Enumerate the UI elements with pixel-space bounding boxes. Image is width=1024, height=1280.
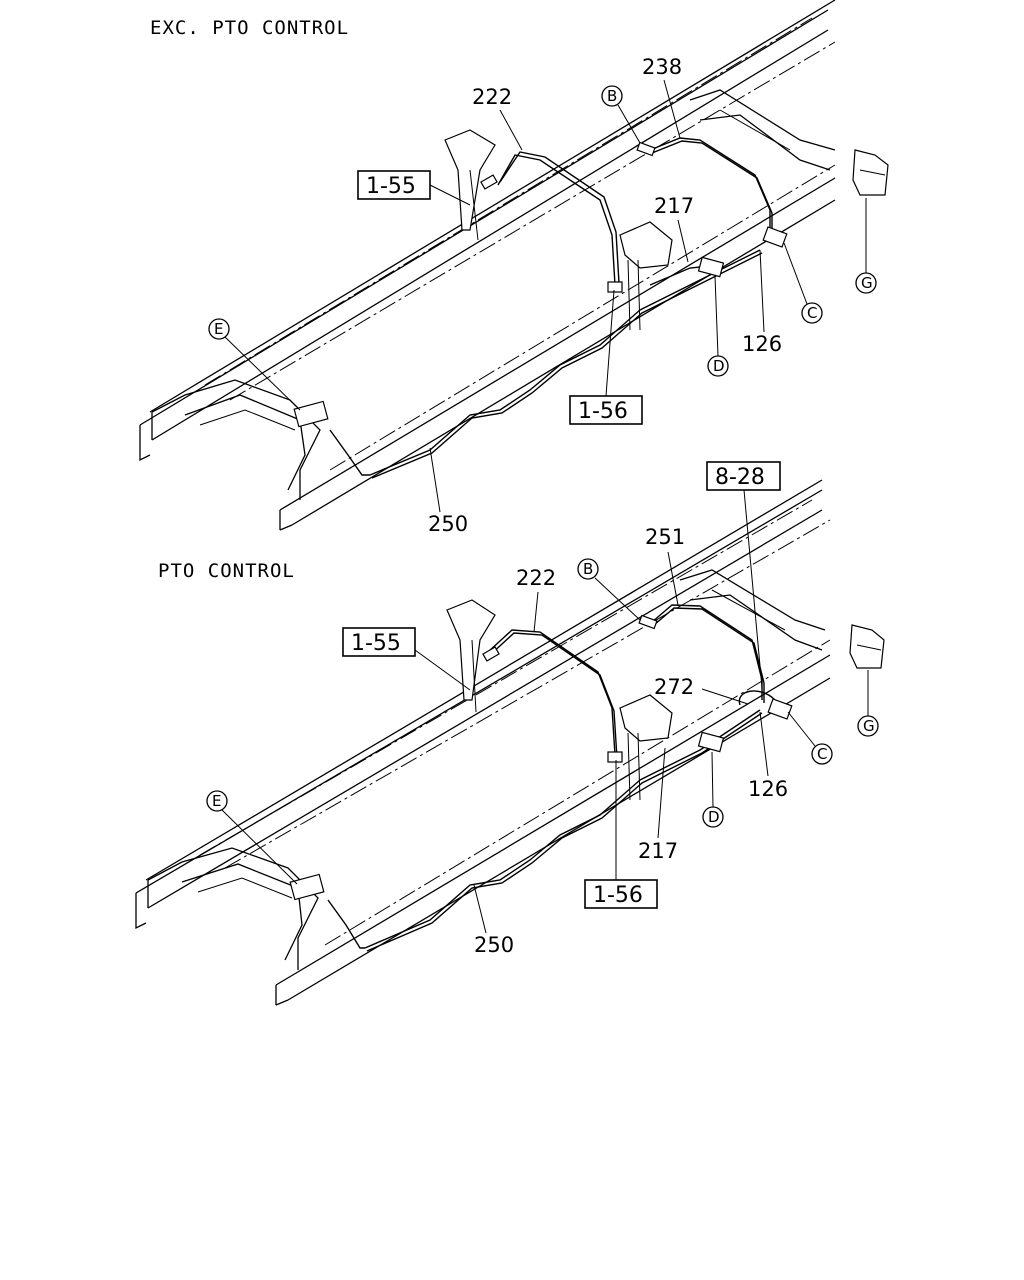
chassis-frame bbox=[139, 0, 889, 531]
ref-box-8-28[interactable]: 8-28 bbox=[706, 461, 781, 689]
marker-d: D bbox=[702, 751, 724, 828]
marker-e: E bbox=[208, 318, 301, 411]
ref-box-1-56[interactable]: 1-56 bbox=[569, 289, 643, 425]
svg-text:C: C bbox=[817, 745, 827, 763]
fittings bbox=[293, 141, 788, 428]
callout-250: 250 bbox=[474, 933, 514, 957]
callout-222: 222 bbox=[472, 85, 512, 109]
fittings bbox=[289, 614, 793, 901]
svg-text:G: G bbox=[863, 717, 875, 735]
svg-text:E: E bbox=[212, 792, 221, 810]
marker-d: D bbox=[707, 275, 729, 377]
brake-pipes bbox=[327, 604, 776, 952]
callout-217: 217 bbox=[654, 194, 694, 218]
callouts: 222 251 272 126 217 250 bbox=[473, 525, 788, 957]
marker-c: C bbox=[783, 242, 823, 324]
diagram-pto-control: PTO CONTROL bbox=[135, 461, 885, 1006]
ref-box-1-55[interactable]: 1-55 bbox=[342, 627, 471, 691]
marker-e: E bbox=[206, 790, 298, 885]
svg-text:B: B bbox=[607, 87, 617, 105]
chassis-frame bbox=[135, 479, 885, 1006]
callout-250: 250 bbox=[428, 512, 468, 536]
svg-text:1-56: 1-56 bbox=[593, 883, 643, 908]
marker-g: G bbox=[857, 670, 879, 737]
marker-c: C bbox=[787, 711, 833, 765]
marker-b: B bbox=[577, 558, 641, 621]
callout-217: 217 bbox=[638, 839, 678, 863]
svg-text:D: D bbox=[713, 357, 725, 375]
marker-b: B bbox=[601, 85, 641, 144]
marker-g: G bbox=[855, 198, 877, 294]
caption-exc-pto-control: EXC. PTO CONTROL bbox=[150, 17, 349, 39]
svg-text:C: C bbox=[807, 304, 817, 322]
svg-text:G: G bbox=[861, 274, 873, 292]
svg-text:1-55: 1-55 bbox=[366, 174, 416, 199]
svg-text:D: D bbox=[708, 808, 720, 826]
callout-238: 238 bbox=[642, 55, 682, 79]
caption-pto-control: PTO CONTROL bbox=[158, 560, 295, 582]
callout-126: 126 bbox=[742, 332, 782, 356]
svg-text:B: B bbox=[583, 560, 593, 578]
svg-text:8-28: 8-28 bbox=[715, 465, 765, 490]
callout-272: 272 bbox=[654, 675, 694, 699]
ref-box-1-55[interactable]: 1-55 bbox=[357, 170, 471, 206]
brake-pipes bbox=[329, 137, 773, 479]
svg-text:1-56: 1-56 bbox=[578, 399, 628, 424]
callout-222: 222 bbox=[516, 566, 556, 590]
ref-box-1-56[interactable]: 1-56 bbox=[584, 760, 658, 909]
svg-text:1-55: 1-55 bbox=[351, 631, 401, 656]
callouts: 222 238 217 126 250 bbox=[428, 55, 782, 536]
callout-126: 126 bbox=[748, 777, 788, 801]
callout-251: 251 bbox=[645, 525, 685, 549]
svg-text:E: E bbox=[214, 320, 223, 338]
diagram-exc-pto-control: EXC. PTO CONTROL bbox=[139, 0, 889, 536]
